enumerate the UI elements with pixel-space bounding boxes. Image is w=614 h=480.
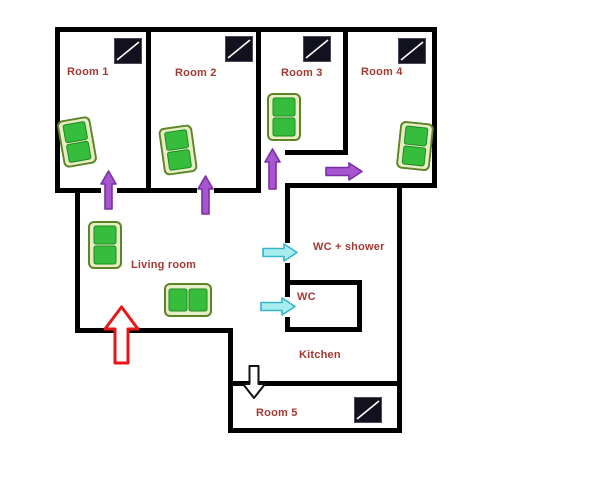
wc-shower-label: WC + shower [313,241,385,253]
window-icon [354,397,382,423]
wc-shower-door-arrow-icon [262,243,298,262]
wall-room2-bottom-right [214,188,261,193]
wall-right-top-block [432,27,437,188]
wall-right-lower [397,183,402,433]
window-icon [398,38,426,64]
wall-top [55,27,437,32]
wall-wc-top [285,280,362,285]
wall-kitchen-left [228,328,233,433]
room2-label: Room 2 [175,67,217,79]
wc-label: WC [297,291,316,303]
wall-wc-bottom [285,327,362,332]
sofa-icon [267,93,301,141]
room5-door-arrow-icon [242,365,266,399]
sofa-icon [57,116,97,168]
wall-bottom [228,428,402,433]
wall-livingroom-left [75,188,80,333]
living-room-label: Living room [131,259,197,271]
wall-room1-bottom-right [117,188,151,193]
wall-wcshower-left-a [285,188,290,243]
wall-room3-bottom [285,150,348,155]
wall-wc-right [357,280,362,332]
wall-divider-room2-room3 [256,27,261,193]
room4-label: Room 4 [361,66,403,78]
wall-divider-room1-room2 [146,27,151,193]
sofa-icon [88,221,122,269]
room2-door-arrow-icon [197,175,214,215]
wall-corridor-bottom [285,183,437,188]
sofa-icon [158,124,198,176]
room3-label: Room 3 [281,67,323,79]
wall-wcshower-left-c [285,317,290,332]
room3-door-arrow-icon [264,148,281,190]
window-icon [114,38,142,64]
room5-label: Room 5 [256,407,298,419]
kitchen-label: Kitchen [299,349,341,361]
wall-kitchen-room5-divider [228,381,402,386]
sofa-icon [396,120,434,172]
room1-door-arrow-icon [100,170,117,210]
window-icon [303,36,331,62]
entrance-arrow-icon [103,305,140,365]
wall-divider-room3-room4 [343,27,348,155]
window-icon [225,36,253,62]
wc-door-arrow-icon [260,297,296,316]
room4-door-arrow-icon [325,162,363,181]
wall-room2-bottom-left [151,188,197,193]
wall-livingroom-bottom [75,328,233,333]
wall-left-top-block [55,27,60,193]
room1-label: Room 1 [67,66,109,78]
sofa-icon [164,283,212,317]
